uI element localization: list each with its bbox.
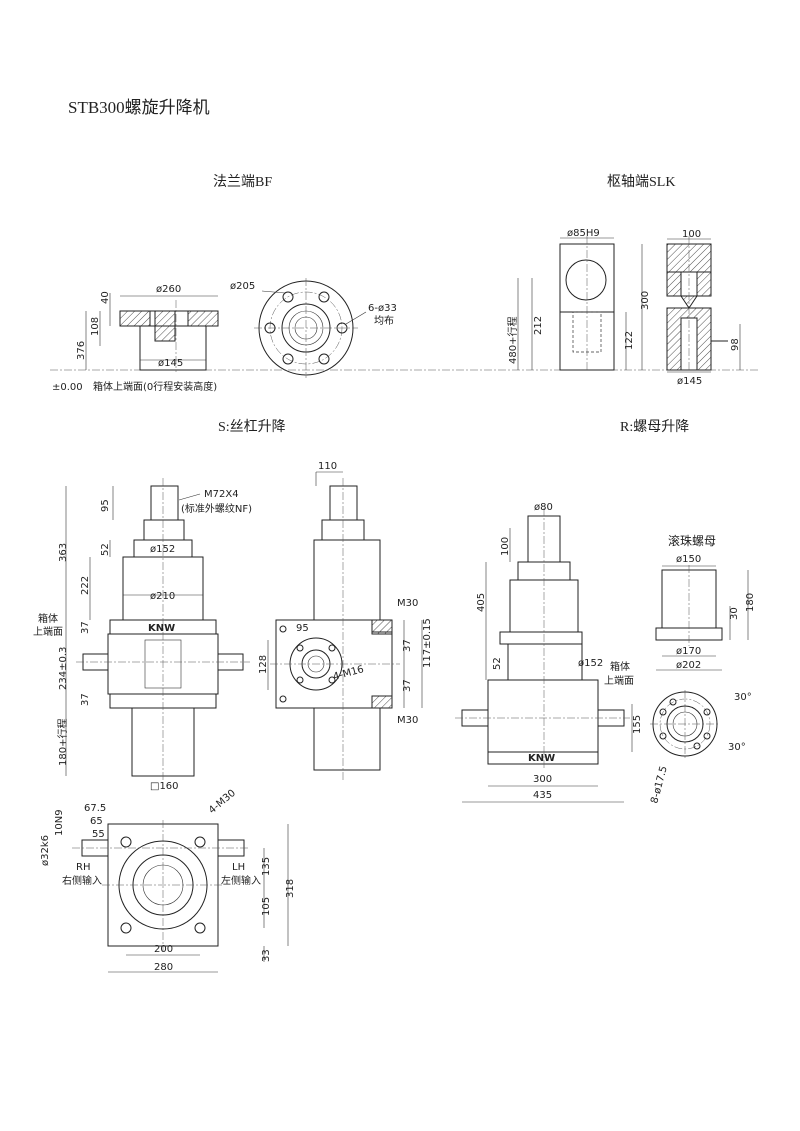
bottom-m30: 4-M30 (207, 788, 238, 817)
nut-lift-front-view: KNW ø80 100 405 52 ø152 箱体 上端面 300 435 (455, 502, 634, 803)
s-side-d95: 95 (296, 623, 309, 634)
s-front-h37a: 37 (80, 621, 91, 634)
r-front-w300: 300 (533, 774, 552, 785)
pivot-dim-h212: 212 (533, 316, 544, 335)
ball-nut-holes: 8-ø17.5 (649, 765, 670, 805)
heading-pivot-end: 枢轴端SLK (607, 174, 675, 190)
flange-dim-h376: 376 (76, 341, 87, 360)
bottom-d55: 55 (92, 829, 105, 840)
screw-lift-side-view: 110 M30 95 128 4-M16 37 37 117±0.15 M30 (258, 461, 433, 782)
pivot-dim-h98: 98 (730, 338, 741, 351)
s-front-h37b: 37 (80, 693, 91, 706)
r-front-w435: 435 (533, 790, 552, 801)
s-front-h222: 222 (80, 576, 91, 595)
flange-dim-holes-note: 均布 (374, 315, 394, 327)
s-front-thread-note: (标准外螺纹NF) (181, 502, 252, 515)
s-side-h37b: 37 (402, 679, 413, 692)
ball-nut-h180: 180 (745, 593, 756, 612)
s-front-h95: 95 (100, 499, 111, 512)
flange-dim-d205: ø205 (230, 281, 255, 292)
bottom-d65: 65 (90, 816, 103, 827)
flange-top-view: ø205 6-ø33 均布 (230, 278, 397, 378)
s-front-d210: ø210 (150, 591, 175, 602)
r-front-h52: 52 (492, 657, 503, 670)
s-front-sq160: □160 (150, 781, 179, 792)
pivot-dim-h480: 480+行程 (506, 317, 519, 364)
s-side-h128: 128 (258, 655, 269, 674)
flange-dim-d145: ø145 (158, 358, 183, 369)
pivot-front-view: ø85H9 212 480+行程 122 300 (506, 228, 651, 372)
r-front-box-top2: 上端面 (604, 674, 634, 687)
heading-flange-end: 法兰端BF (213, 174, 272, 190)
bottom-d675: 67.5 (84, 803, 106, 814)
r-front-d152: ø152 (578, 658, 603, 669)
ball-nut-d150: ø150 (676, 554, 701, 565)
r-front-box-top: 箱体 (610, 660, 630, 673)
s-front-box-top: 箱体 (38, 612, 58, 625)
bottom-h33: 33 (261, 949, 272, 962)
s-front-h363: 363 (58, 543, 69, 562)
s-front-h180: 180+行程 (56, 719, 69, 766)
screw-lift-front-view: KNW M72X4 (标准外螺纹NF) ø152 ø210 □160 95 36… (33, 478, 252, 792)
flange-dim-h108: 108 (90, 317, 101, 336)
pivot-dim-d85: ø85H9 (567, 228, 600, 239)
pivot-side-section: 100 98 ø145 (666, 229, 741, 387)
pivot-dim-h300: 300 (640, 291, 651, 310)
s-front-box-top2: 上端面 (33, 625, 63, 638)
bottom-view: 67.5 65 55 ø32k6 10N9 4-M30 RH 右侧输入 LH 左… (40, 788, 296, 973)
zero-reference: ±0.00 箱体上端面(0行程安装高度) (50, 369, 760, 393)
s-side-w110: 110 (318, 461, 337, 472)
s-side-h37a: 37 (402, 639, 413, 652)
s-front-brand: KNW (148, 623, 175, 634)
ball-nut-d202: ø202 (676, 660, 701, 671)
bottom-key: 10N9 (54, 809, 65, 836)
bottom-w280: 280 (154, 962, 173, 973)
r-front-h100: 100 (500, 537, 511, 556)
flange-dim-holes: 6-ø33 (368, 303, 397, 314)
zero-description: 箱体上端面(0行程安装高度) (93, 380, 217, 393)
bottom-lh-desc: 左侧输入 (221, 874, 261, 887)
s-front-h52: 52 (100, 543, 111, 556)
s-side-h117: 117±0.15 (422, 618, 433, 668)
flange-dim-h40: 40 (100, 291, 111, 304)
heading-screw-lift: S:丝杠升降 (218, 419, 286, 435)
ball-nut-h30: 30 (729, 607, 740, 620)
pivot-dim-d145: ø145 (677, 376, 702, 387)
ball-nut-h155: 155 (632, 715, 643, 734)
page-title: STB300螺旋升降机 (68, 98, 210, 117)
pivot-dim-h122: 122 (624, 331, 635, 350)
s-side-m30a: M30 (397, 598, 418, 609)
flange-dim-d260: ø260 (156, 284, 181, 295)
bottom-lh: LH (232, 862, 245, 873)
bottom-h318: 318 (285, 879, 296, 898)
ball-nut-d170: ø170 (676, 646, 701, 657)
r-front-h405: 405 (476, 593, 487, 612)
bottom-shaft: ø32k6 (40, 835, 51, 866)
ball-nut-a30a: 30° (734, 692, 752, 703)
bottom-rh-desc: 右侧输入 (62, 874, 102, 887)
bottom-h135: 135 (261, 857, 272, 876)
bottom-rh: RH (76, 862, 90, 873)
bottom-w200: 200 (154, 944, 173, 955)
bottom-h105: 105 (261, 897, 272, 916)
r-front-d80: ø80 (534, 502, 553, 513)
s-side-m16: 4-M16 (332, 664, 365, 683)
pivot-dim-w100: 100 (682, 229, 701, 240)
heading-nut-lift: R:螺母升降 (620, 419, 689, 435)
flange-side-section: ø260 ø145 40 108 376 (76, 284, 219, 372)
s-side-m30b: M30 (397, 715, 418, 726)
zero-label: ±0.00 (52, 382, 83, 393)
heading-ball-nut: 滚珠螺母 (668, 533, 716, 548)
r-front-brand: KNW (528, 753, 555, 764)
ball-nut-section: 滚珠螺母 ø150 30 180 ø170 ø202 30° 30° 155 8… (631, 533, 756, 805)
s-front-thread: M72X4 (204, 489, 239, 500)
s-front-h234: 234±0.3 (58, 647, 69, 690)
ball-nut-a30b: 30° (728, 742, 746, 753)
s-front-d152: ø152 (150, 544, 175, 555)
